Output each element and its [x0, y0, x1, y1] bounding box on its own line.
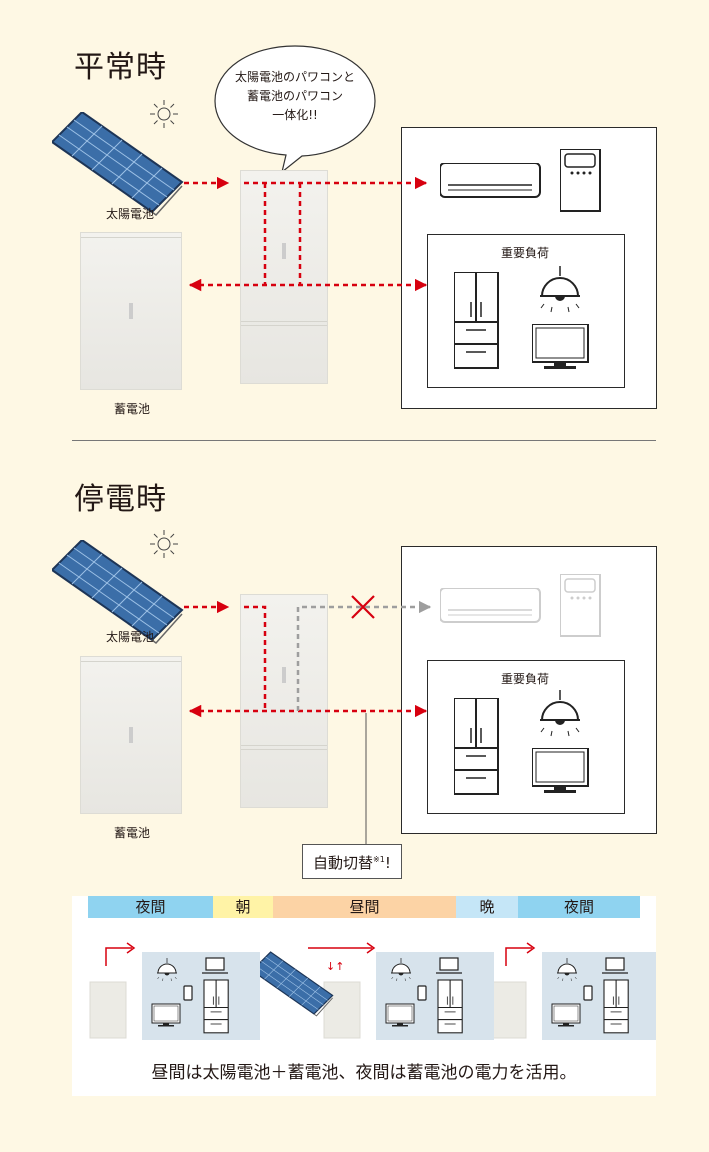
hybrid-inverter-icon [240, 170, 328, 384]
battery-unit-icon [80, 232, 182, 390]
auto-switch-note: ※1 [373, 855, 385, 864]
timeline-segment-morning: 朝 [213, 896, 273, 918]
timeline-segment-night-late: 夜間 [518, 896, 640, 918]
auto-switch-badge: 自動切替※1! [302, 844, 402, 879]
battery-label-outage: 蓄電池 [114, 826, 151, 840]
auto-switch-suffix: ! [384, 854, 391, 872]
section-divider [72, 440, 656, 441]
cross-icon [351, 595, 375, 619]
timeline-caption: 昼間は太陽電池＋蓄電池、夜間は蓄電池の電力を活用。 [151, 1063, 577, 1083]
timeline-segment-night: 夜間 [88, 896, 213, 918]
bubble-line-1: 太陽電池のパワコンと [234, 70, 355, 84]
timeline-illustration: ↓↑ [89, 942, 656, 1040]
power-flow-arrows-outage [184, 595, 432, 845]
svg-text:↓↑: ↓↑ [326, 960, 344, 973]
battery-label-normal: 蓄電池 [114, 402, 151, 416]
important-load-label-outage: 重要負荷 [500, 672, 549, 686]
daily-timeline-card: 夜間 朝 昼間 晩 夜間 ↓↑ [72, 896, 656, 1096]
bubble-line-3: 一体化!! [272, 108, 318, 122]
battery-unit-icon [80, 656, 182, 814]
timeline-segment-daytime: 昼間 [273, 896, 456, 918]
bubble-line-2: 蓄電池のパワコン [246, 89, 343, 103]
important-load-label-normal: 重要負荷 [500, 246, 549, 260]
timeline-segment-evening: 晩 [456, 896, 518, 918]
auto-switch-label: 自動切替 [313, 854, 374, 872]
solar-label-normal: 太陽電池 [106, 207, 155, 221]
hybrid-inverter-icon [240, 594, 328, 808]
section-title-outage: 停電時 [74, 482, 167, 517]
power-flow-arrows-normal [184, 176, 428, 292]
solar-label-outage: 太陽電池 [106, 630, 155, 644]
section-title-normal: 平常時 [74, 50, 167, 85]
